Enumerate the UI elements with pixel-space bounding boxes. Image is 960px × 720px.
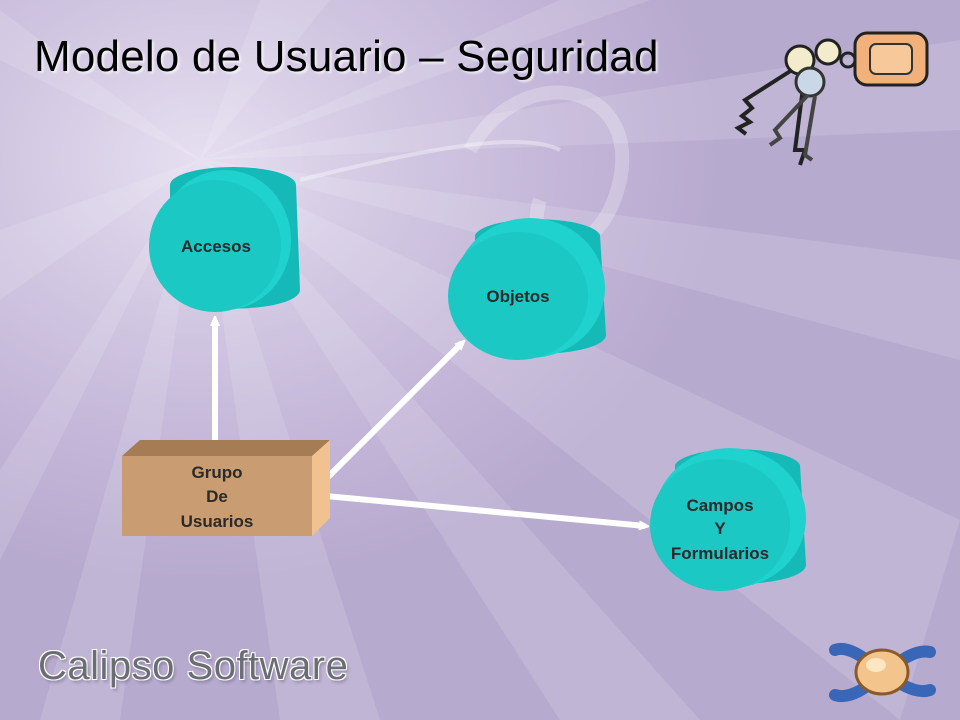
- arrow-grupo-to-objetos: [312, 343, 462, 493]
- node-campos-line3: Formularios: [671, 544, 769, 563]
- node-campos-formularios: Campos Y Formularios: [650, 448, 806, 591]
- calipso-software-logo: Calipso Software: [38, 644, 349, 688]
- node-accesos-label: Accesos: [181, 237, 251, 256]
- node-campos-line2: Y: [714, 519, 726, 538]
- node-grupo-line3: Usuarios: [181, 512, 254, 531]
- arrow-grupo-to-campos: [314, 492, 645, 526]
- node-objetos: Objetos: [448, 218, 606, 360]
- keys-icon: [734, 31, 929, 166]
- calipso-emblem-icon: [829, 642, 936, 703]
- node-campos-line1: Campos: [686, 496, 753, 515]
- node-grupo-line1: Grupo: [192, 463, 243, 482]
- slide-title: Modelo de Usuario – Seguridad: [34, 32, 659, 81]
- node-accesos: Accesos: [149, 167, 300, 312]
- node-grupo-line2: De: [206, 487, 228, 506]
- node-objetos-label: Objetos: [486, 287, 549, 306]
- node-grupo-usuarios: Grupo De Usuarios: [122, 440, 330, 536]
